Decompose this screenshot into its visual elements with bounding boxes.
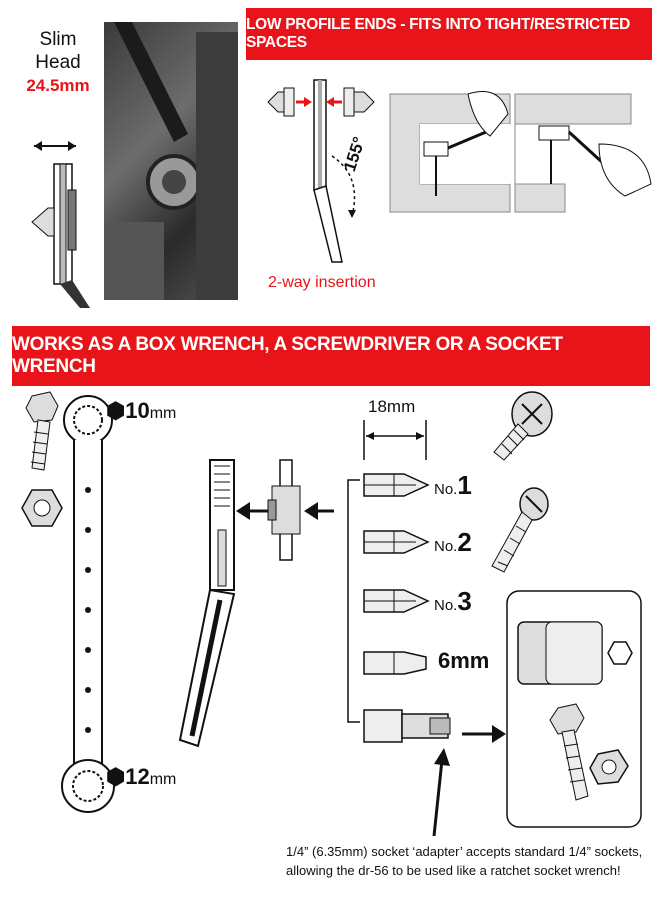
arrow-right-icon bbox=[462, 725, 506, 743]
ratchet-wrench-side-view bbox=[178, 459, 236, 748]
bit-width-label: 18mm bbox=[368, 397, 416, 416]
bit-label-no1: No.1 bbox=[434, 470, 472, 500]
bit-label-6mm: 6mm bbox=[438, 648, 490, 673]
bolt-icon bbox=[25, 391, 59, 471]
wrench-size-10: ⬢10mm bbox=[106, 398, 176, 424]
size-10-unit: mm bbox=[149, 405, 177, 422]
box-wrench-illustration bbox=[61, 395, 115, 813]
arrow-left-icon bbox=[236, 502, 272, 520]
two-way-insertion-diagram bbox=[267, 79, 375, 263]
works-as-banner: WORKS AS A BOX WRENCH, A SCREWDRIVER OR … bbox=[12, 326, 650, 386]
bit-label-no3: No.3 bbox=[434, 586, 472, 616]
photo-wrench-in-engine bbox=[104, 22, 238, 300]
arrow-left-icon bbox=[304, 502, 334, 520]
bit-width-dimension bbox=[363, 420, 427, 460]
bit-label-no2: No.2 bbox=[434, 527, 472, 557]
hex-icon: ⬢ bbox=[106, 398, 126, 423]
wrench-size-12: ⬢12mm bbox=[106, 764, 176, 790]
socket-adapter-bit bbox=[363, 709, 451, 743]
flat-head-screw-icon bbox=[491, 487, 549, 573]
phillips-bit-no2 bbox=[363, 530, 430, 554]
phillips-bit-no3 bbox=[363, 589, 430, 613]
slim-head-measurement: 24.5mm bbox=[26, 76, 90, 95]
slim-head-illustration bbox=[31, 141, 90, 308]
pan-head-screw-icon bbox=[493, 391, 553, 461]
size-12-unit: mm bbox=[149, 771, 177, 788]
socket-adapter-side-view bbox=[267, 459, 301, 561]
slim-head-title: Slim Head bbox=[35, 29, 81, 73]
socket-adapter-caption: 1/4” (6.35mm) socket ‘adapter’ accepts s… bbox=[286, 844, 643, 878]
size-12-number: 12 bbox=[125, 764, 150, 789]
size-10-number: 10 bbox=[125, 398, 150, 423]
phillips-bit-no1 bbox=[363, 473, 430, 497]
socket-callout-box bbox=[506, 590, 642, 828]
tight-space-illustration-right bbox=[514, 93, 652, 213]
flat-bit-6mm bbox=[363, 651, 427, 675]
hex-icon: ⬢ bbox=[106, 764, 126, 789]
product-photo bbox=[104, 22, 238, 300]
bit-bracket bbox=[347, 479, 360, 723]
tight-space-illustration-left bbox=[389, 91, 511, 213]
nut-icon bbox=[21, 489, 63, 527]
low-profile-banner: LOW PROFILE ENDS - FITS INTO TIGHT/RESTR… bbox=[246, 8, 652, 60]
two-way-insertion-label: 2-way insertion bbox=[268, 274, 376, 291]
arrow-up-pointer-icon bbox=[432, 748, 450, 837]
